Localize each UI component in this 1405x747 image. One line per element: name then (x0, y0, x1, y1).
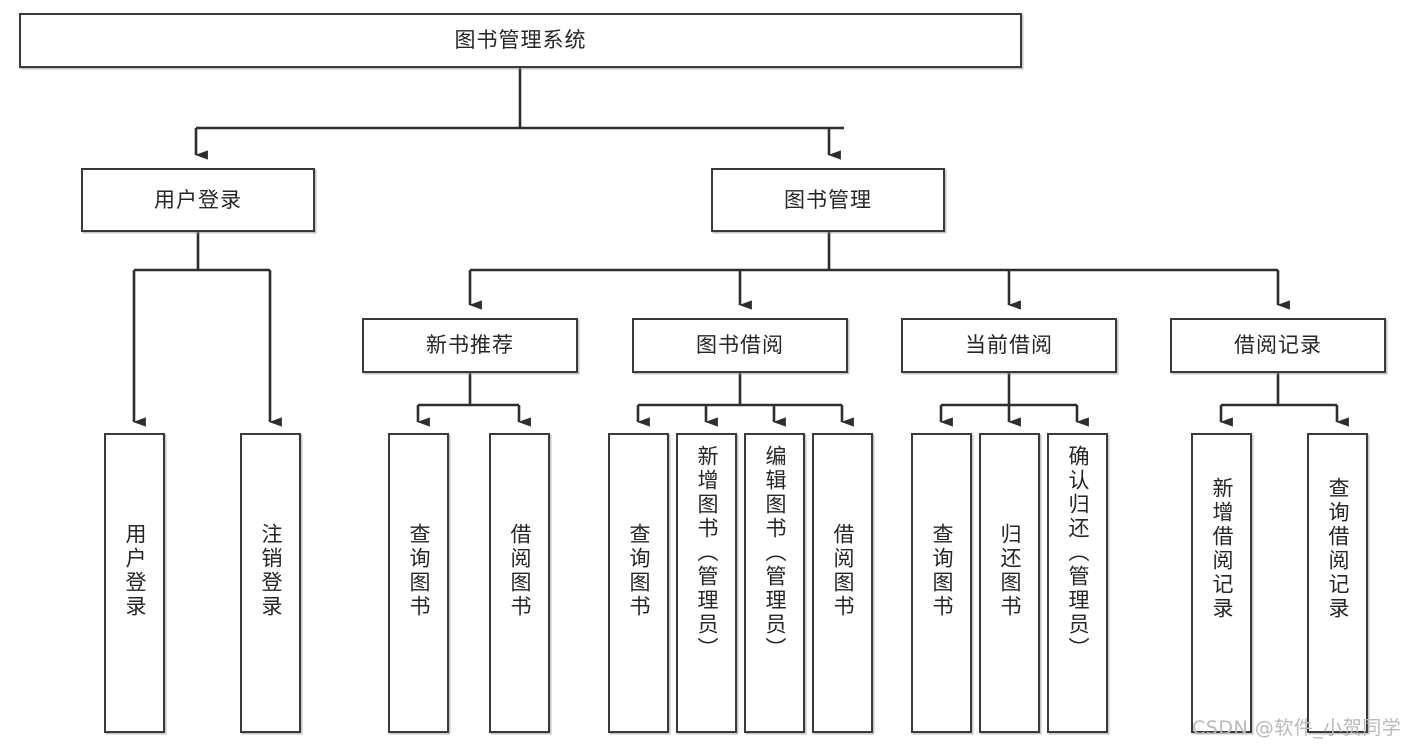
node-book-management-label: 图书管理 (784, 187, 872, 212)
node-leaf-current-return-book-label: 归还图书 (998, 523, 1022, 619)
node-book-borrow[interactable]: 图书借阅 (632, 318, 848, 373)
node-leaf-current-return-book[interactable]: 归还图书 (979, 433, 1040, 733)
node-leaf-query-borrow-record-label: 查询借阅记录 (1326, 477, 1350, 621)
node-leaf-borrow-borrow-book[interactable]: 借阅图书 (812, 433, 873, 733)
node-leaf-current-confirm-return[interactable]: 确认归还（管理员） (1047, 433, 1108, 733)
node-leaf-newbook-query-book[interactable]: 查询图书 (388, 433, 449, 733)
node-leaf-borrow-borrow-book-label: 借阅图书 (831, 523, 855, 619)
node-leaf-borrow-add-book-label: 新增图书（管理员） (695, 445, 719, 661)
node-leaf-newbook-borrow-book-label: 借阅图书 (508, 523, 532, 619)
node-leaf-borrow-edit-book[interactable]: 编辑图书（管理员） (744, 433, 805, 733)
node-leaf-add-borrow-record[interactable]: 新增借阅记录 (1191, 433, 1252, 733)
csdn-watermark: CSDN @软件_小贺同学 (1192, 717, 1402, 739)
node-new-book-recommend-label: 新书推荐 (426, 333, 514, 358)
node-current-borrow[interactable]: 当前借阅 (901, 318, 1117, 373)
node-leaf-user-login-label: 用户登录 (123, 523, 147, 619)
node-leaf-newbook-borrow-book[interactable]: 借阅图书 (489, 433, 550, 733)
node-user-login[interactable]: 用户登录 (81, 168, 315, 232)
node-book-management[interactable]: 图书管理 (711, 168, 945, 232)
node-leaf-current-confirm-return-label: 确认归还（管理员） (1066, 445, 1090, 661)
node-leaf-logout-label: 注销登录 (259, 523, 283, 619)
node-root[interactable]: 图书管理系统 (19, 13, 1022, 68)
node-leaf-borrow-query-book[interactable]: 查询图书 (608, 433, 669, 733)
node-new-book-recommend[interactable]: 新书推荐 (362, 318, 578, 373)
node-leaf-borrow-query-book-label: 查询图书 (627, 523, 651, 619)
node-current-borrow-label: 当前借阅 (965, 333, 1053, 358)
node-leaf-query-borrow-record[interactable]: 查询借阅记录 (1307, 433, 1368, 733)
node-user-login-label: 用户登录 (154, 187, 242, 212)
node-leaf-current-query-book[interactable]: 查询图书 (911, 433, 972, 733)
node-leaf-user-login[interactable]: 用户登录 (104, 433, 165, 733)
node-leaf-newbook-query-book-label: 查询图书 (407, 523, 431, 619)
node-borrow-records[interactable]: 借阅记录 (1170, 318, 1386, 373)
node-leaf-borrow-add-book[interactable]: 新增图书（管理员） (676, 433, 737, 733)
node-borrow-records-label: 借阅记录 (1234, 333, 1322, 358)
node-leaf-borrow-edit-book-label: 编辑图书（管理员） (763, 445, 787, 661)
node-book-borrow-label: 图书借阅 (696, 333, 784, 358)
node-leaf-add-borrow-record-label: 新增借阅记录 (1210, 477, 1234, 621)
node-leaf-current-query-book-label: 查询图书 (930, 523, 954, 619)
node-root-label: 图书管理系统 (454, 28, 587, 53)
node-leaf-logout[interactable]: 注销登录 (240, 433, 301, 733)
